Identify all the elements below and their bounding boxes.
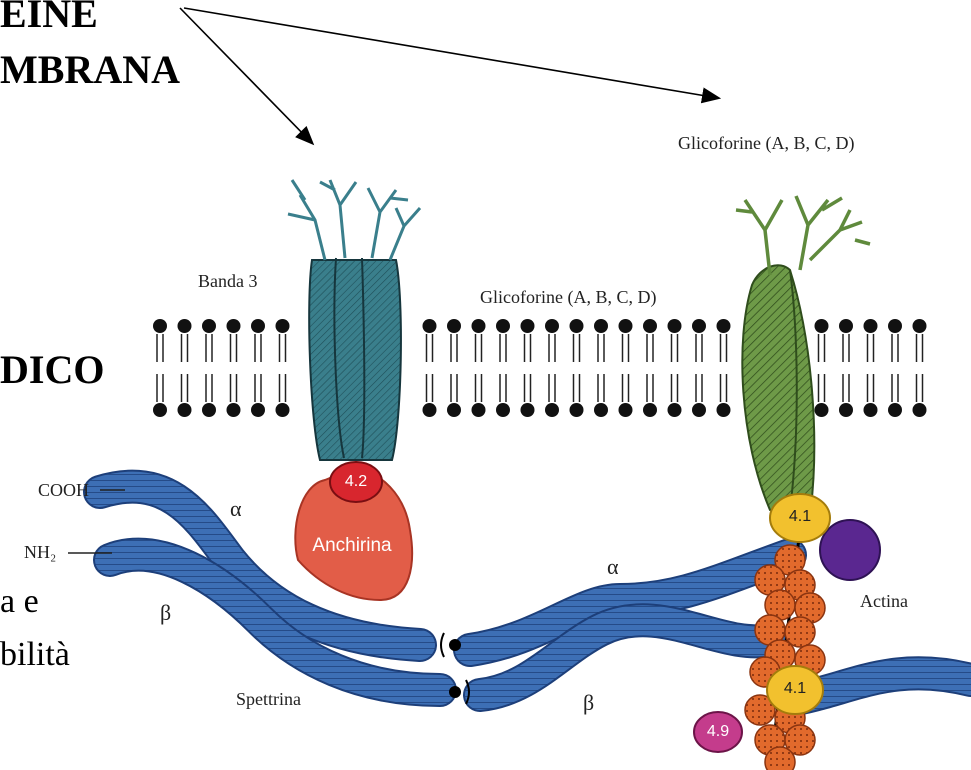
lipid-head	[913, 403, 927, 417]
lipid-head	[251, 319, 265, 333]
lipid-head	[692, 319, 706, 333]
actin-bead	[765, 747, 795, 770]
label-anchirina: Anchirina	[290, 536, 414, 555]
band3-protein	[288, 180, 420, 460]
lipid-head	[643, 319, 657, 333]
lipid-head	[888, 403, 902, 417]
lipid-head	[423, 319, 437, 333]
lipid-head	[839, 319, 853, 333]
lipid-head	[668, 319, 682, 333]
lipid-head	[815, 403, 829, 417]
lipid-head	[864, 403, 878, 417]
label-4-1-top: 4.1	[770, 509, 830, 525]
label-alpha-right: α	[607, 556, 619, 578]
label-glicoforine-top: Glicoforine (A, B, C, D)	[678, 134, 854, 152]
lipid-head	[472, 319, 486, 333]
lipid-head	[227, 403, 241, 417]
label-banda3: Banda 3	[198, 272, 257, 290]
pointer-arrows	[180, 8, 718, 143]
lipid-head	[545, 319, 559, 333]
glycophorin-protein	[736, 196, 870, 515]
junction-dot-top	[449, 639, 461, 651]
lipid-head	[545, 403, 559, 417]
lipid-head	[815, 319, 829, 333]
lipid-head	[496, 403, 510, 417]
lipid-head	[447, 403, 461, 417]
lipid-head	[643, 403, 657, 417]
label-4-9: 4.9	[694, 724, 742, 740]
label-spettrina: Spettrina	[236, 690, 301, 708]
lipid-head	[276, 319, 290, 333]
protein-purple	[820, 520, 880, 580]
label-glicoforine-mid: Glicoforine (A, B, C, D)	[480, 288, 656, 306]
label-nh2: NH₂	[24, 543, 56, 561]
lipid-head	[864, 319, 878, 333]
lipid-head	[521, 319, 535, 333]
lipid-head	[570, 403, 584, 417]
lipid-head	[276, 403, 290, 417]
lipid-head	[717, 403, 731, 417]
lipid-head	[668, 403, 682, 417]
lipid-head	[178, 319, 192, 333]
lipid-head	[178, 403, 192, 417]
label-cooh: COOH	[38, 481, 89, 499]
lipid-head	[153, 403, 167, 417]
lipid-head	[888, 319, 902, 333]
lipid-head	[447, 319, 461, 333]
junction-dot-bottom	[449, 686, 461, 698]
label-4-2: 4.2	[330, 474, 382, 490]
label-beta-left: β	[160, 602, 171, 624]
lipid-head	[153, 319, 167, 333]
lipid-head	[570, 319, 584, 333]
lipid-head	[251, 403, 265, 417]
lipid-head	[202, 319, 216, 333]
lipid-head	[423, 403, 437, 417]
label-actina: Actina	[860, 592, 908, 610]
label-beta-right: β	[583, 692, 594, 714]
label-alpha-left: α	[230, 498, 242, 520]
lipid-head	[521, 403, 535, 417]
lipid-head	[594, 319, 608, 333]
lipid-head	[619, 319, 633, 333]
arrow-to-band3	[180, 8, 312, 143]
lipid-head	[594, 403, 608, 417]
label-4-1-bottom: 4.1	[767, 681, 823, 697]
arrow-to-glycophorin	[184, 8, 718, 98]
lipid-head	[496, 319, 510, 333]
lipid-head	[619, 403, 633, 417]
lipid-head	[913, 319, 927, 333]
lipid-head	[227, 319, 241, 333]
lipid-head	[839, 403, 853, 417]
lipid-head	[717, 319, 731, 333]
spectrin-right	[470, 555, 971, 700]
lipid-head	[472, 403, 486, 417]
lipid-head	[692, 403, 706, 417]
lipid-head	[202, 403, 216, 417]
